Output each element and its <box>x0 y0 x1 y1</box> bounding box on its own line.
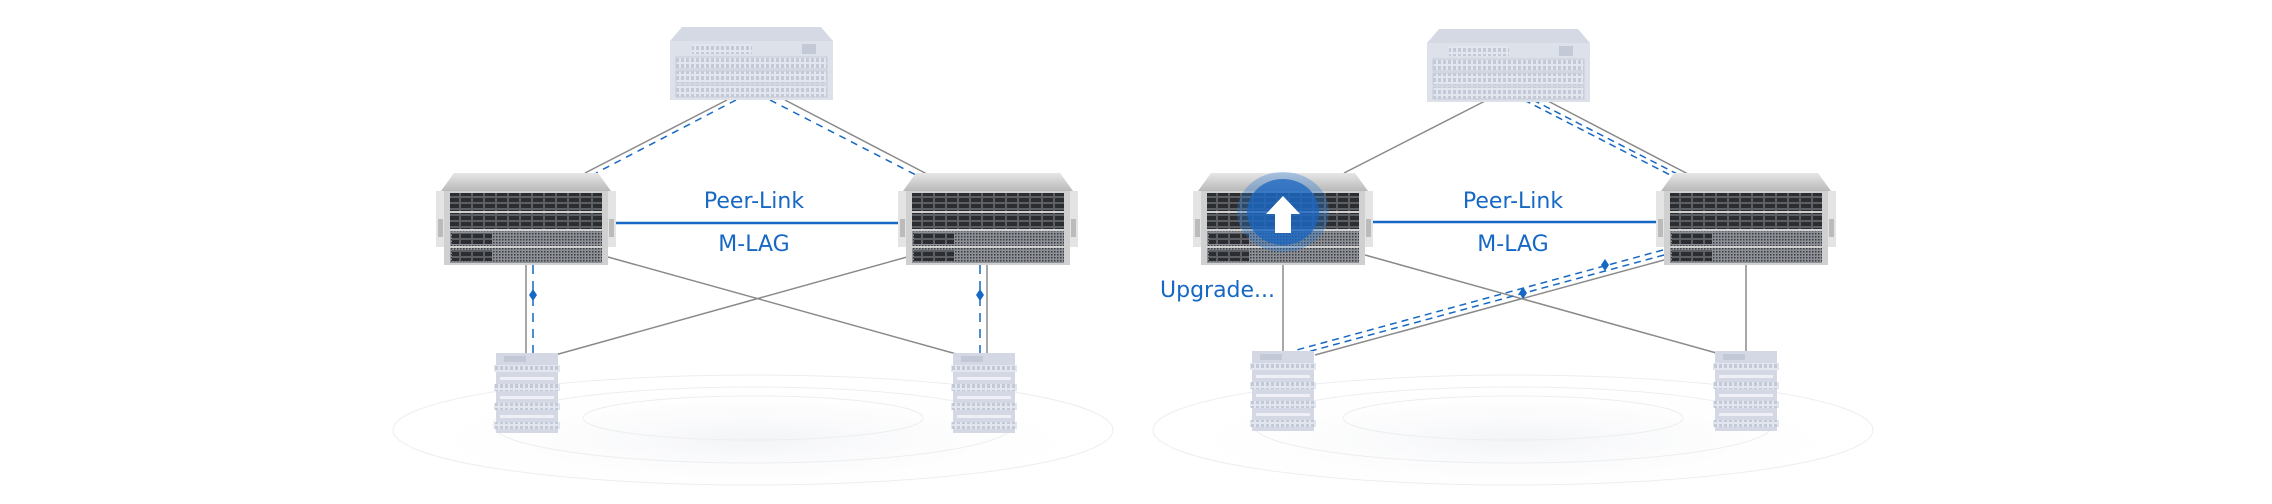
core-switch <box>670 27 833 100</box>
server-right <box>1713 351 1779 431</box>
server-left <box>494 353 560 433</box>
peer-link-label: Peer-Link <box>1463 189 1563 214</box>
server-right <box>951 353 1017 433</box>
upgrade-status-label: Upgrade... <box>1160 278 1275 303</box>
mlag-label: M-LAG <box>1477 232 1548 257</box>
link-diamond-icon <box>1519 287 1527 299</box>
upgrade-arrow-icon <box>1266 196 1300 233</box>
links <box>1282 99 1747 356</box>
link-diamond-icon <box>976 289 984 301</box>
link-diamond-icon <box>529 289 537 301</box>
leaf-switch-right <box>898 173 1078 265</box>
leaf-switch-right <box>1656 173 1836 265</box>
floor-rings <box>383 374 1123 500</box>
links <box>525 99 988 356</box>
link-diamond-icon <box>1601 259 1609 271</box>
panel-normal: Peer-Link M-LAG <box>383 27 1123 500</box>
core-switch <box>1427 29 1590 102</box>
leaf-switch-left <box>436 173 616 265</box>
upgrade-indicator <box>1237 172 1329 252</box>
server-left <box>1250 351 1316 431</box>
peer-link-label: Peer-Link <box>704 189 804 214</box>
panel-upgrading: Upgrade... Peer-Link M-LAG <box>1143 29 1883 500</box>
mlag-label: M-LAG <box>718 232 789 257</box>
